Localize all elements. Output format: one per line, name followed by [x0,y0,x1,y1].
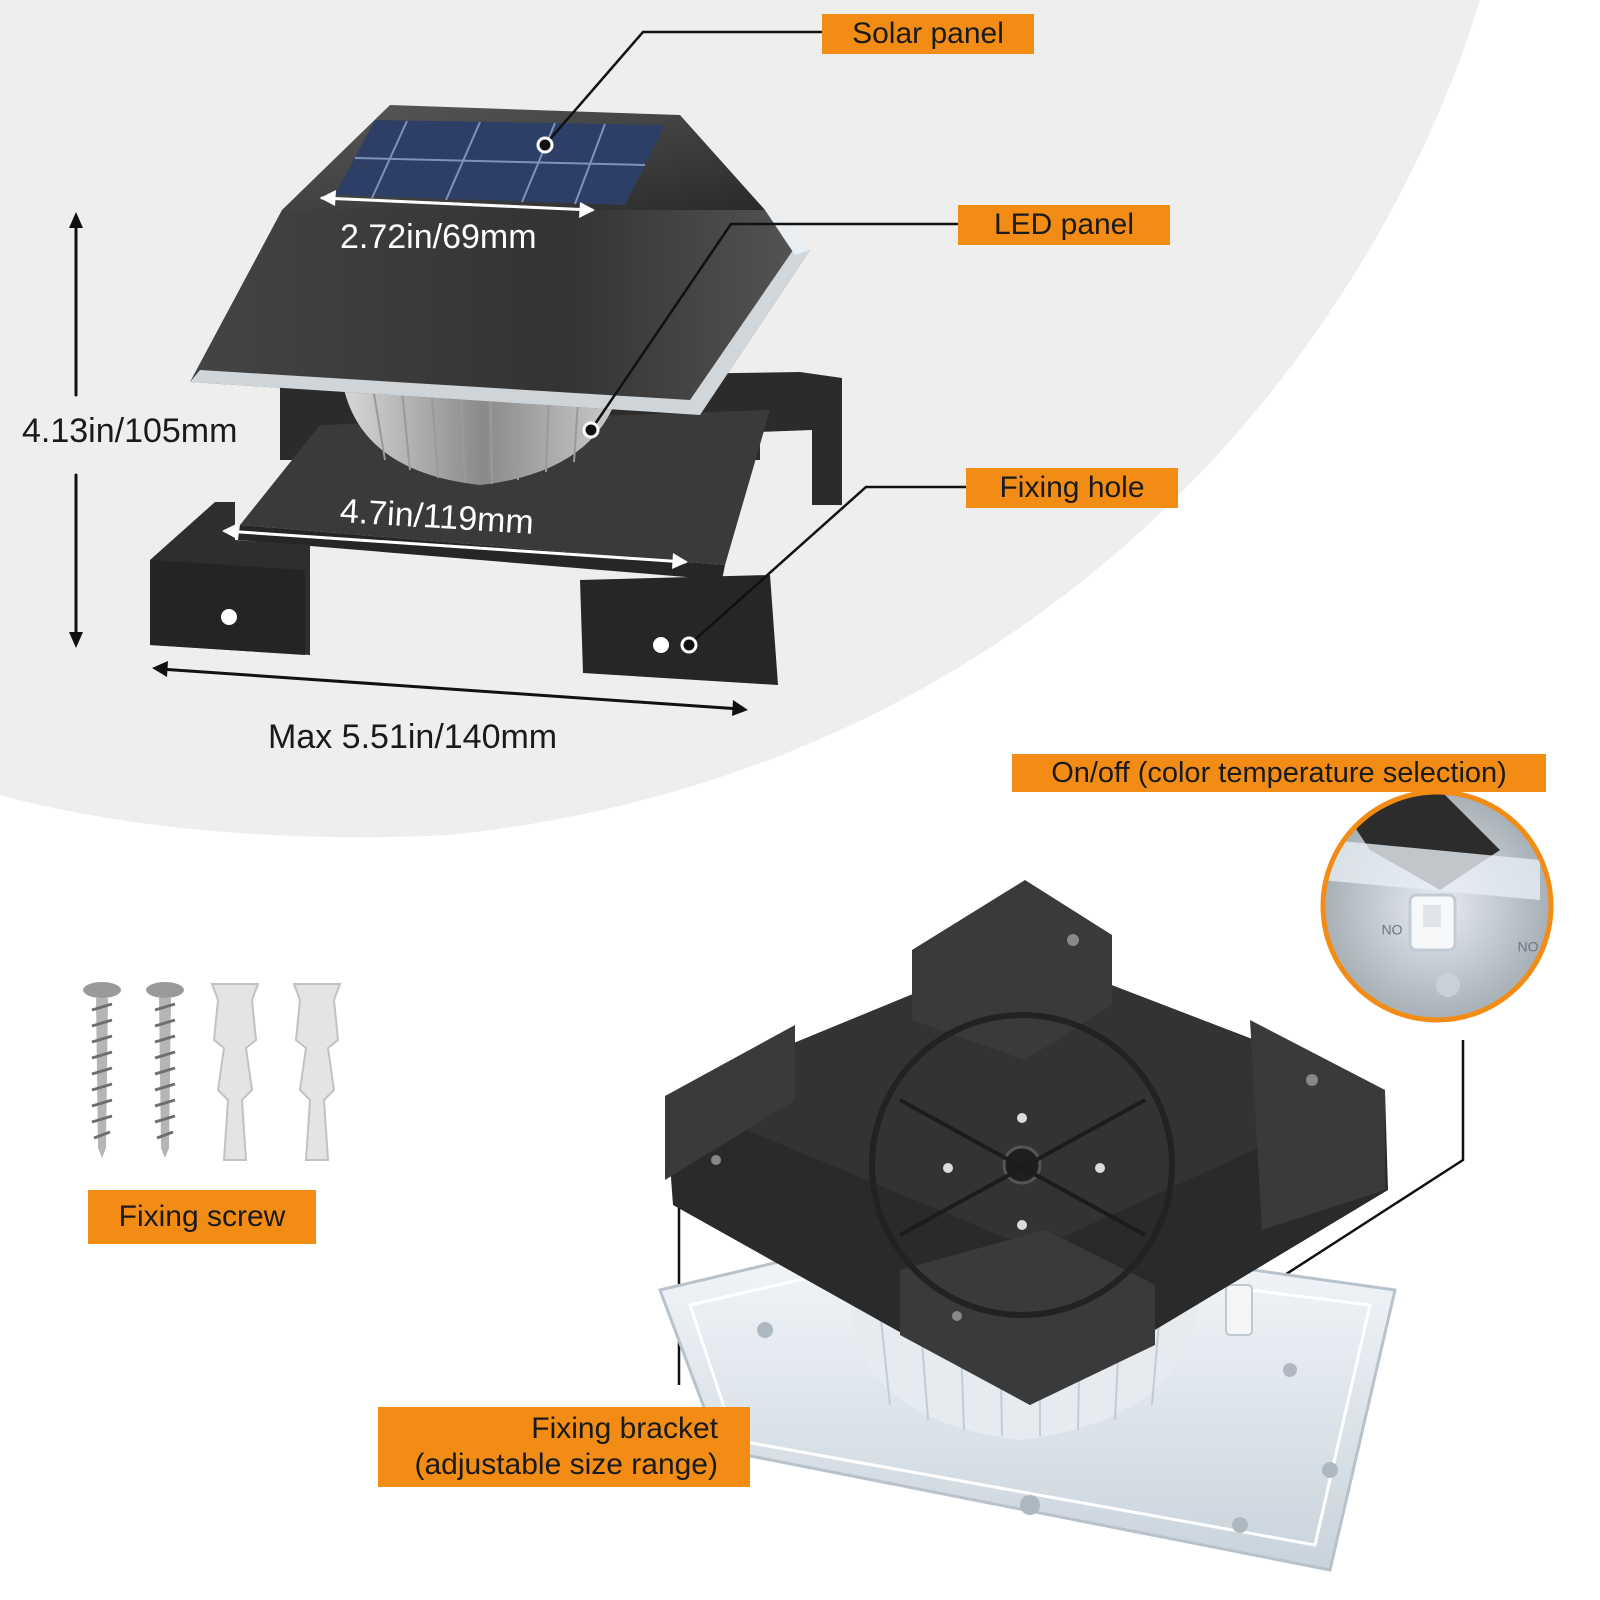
callout-leaders [544,30,1465,1385]
fixing-screw-label: Fixing screw [88,1190,316,1244]
fixing-bracket-label-line1: Fixing bracket [531,1412,718,1445]
wall-anchor [292,983,342,1161]
fixing-bracket-label-line2: (adjustable size range) [414,1448,718,1481]
wall-anchor [210,983,260,1161]
screw-set [83,982,342,1161]
max-width-dimension: Max 5.51in/140mm [268,718,558,756]
fixing-bracket-label: Fixing bracket (adjustable size range) [378,1407,750,1487]
switch-label: On/off (color temperature selection) [1012,754,1546,792]
led-panel-label: LED panel [958,205,1170,245]
solar-light-bottom-view [657,880,1397,1572]
panel-width-dimension: 2.72in/69mm [340,218,537,256]
fixing-hole-label: Fixing hole [966,468,1178,508]
solar-light-top-view [150,105,842,685]
screw [83,982,121,1158]
dimension-arrows [69,190,748,716]
switch-marking-right: ON [1518,939,1539,955]
switch-marking-left: ON [1382,922,1403,938]
screw [146,982,184,1158]
height-dimension: 4.13in/105mm [22,412,238,450]
solar-panel-label: Solar panel [822,14,1034,54]
switch-closeup-inset: ON ON [1320,789,1554,1023]
